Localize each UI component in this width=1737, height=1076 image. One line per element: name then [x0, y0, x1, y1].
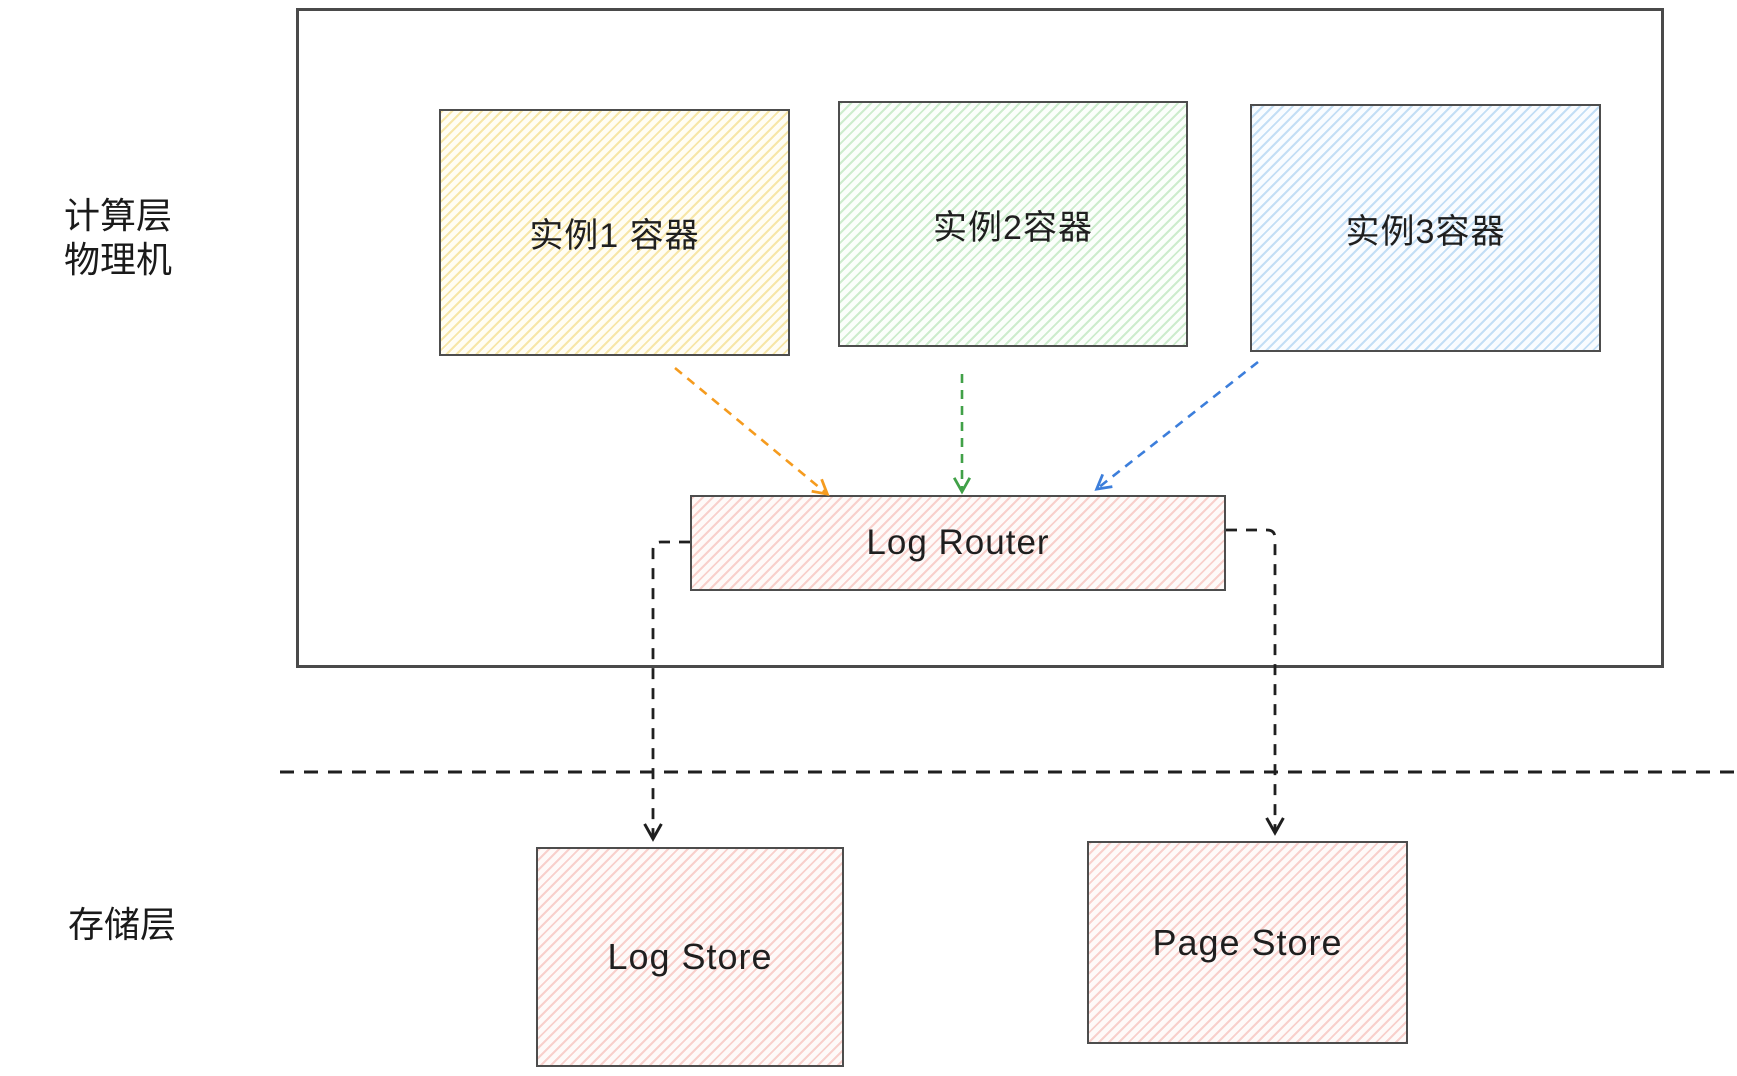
compute-layer-label: 计算层 物理机 — [48, 194, 188, 282]
compute-layer-label-line2: 物理机 — [63, 239, 172, 280]
node-instance3-label: 实例3容器 — [1345, 212, 1506, 251]
compute-layer-label-line1: 计算层 — [63, 195, 172, 236]
node-instance2-label: 实例2容器 — [933, 208, 1093, 247]
node-log-store: Log Store — [536, 847, 844, 1067]
node-instance2-container: 实例2容器 — [838, 101, 1188, 347]
node-instance1-label: 实例1 容器 — [529, 217, 700, 255]
storage-layer-label-text: 存储层 — [67, 904, 176, 945]
node-log-router-label: Log Router — [866, 523, 1050, 562]
node-instance3-container: 实例3容器 — [1250, 104, 1601, 352]
node-instance1-container: 实例1 容器 — [439, 109, 790, 356]
storage-layer-label: 存储层 — [62, 903, 182, 947]
node-log-store-label: Log Store — [607, 936, 773, 977]
node-page-store-label: Page Store — [1152, 921, 1343, 963]
node-log-router: Log Router — [690, 495, 1226, 591]
node-page-store: Page Store — [1087, 841, 1408, 1044]
